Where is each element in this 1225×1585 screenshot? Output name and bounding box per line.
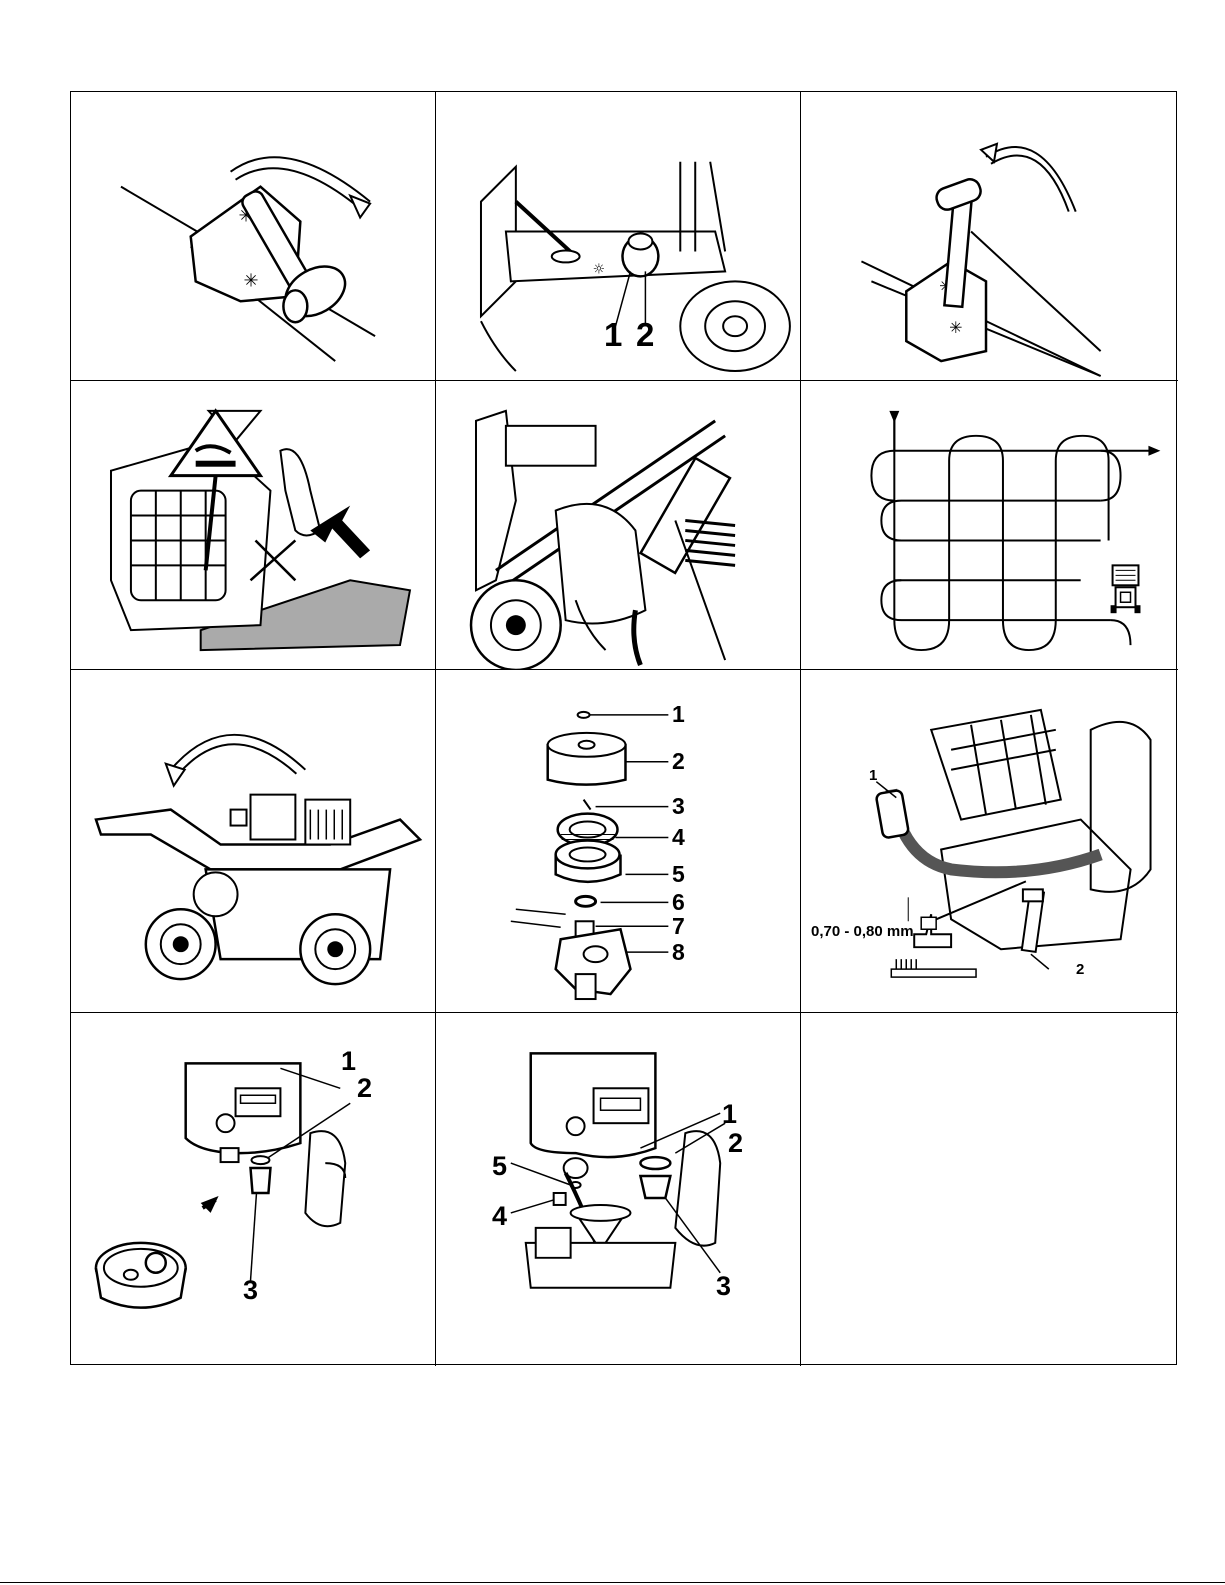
callout-label: 2: [672, 750, 685, 773]
figure-11-fuel-drain: 1 2 3 4 5: [436, 1013, 801, 1366]
callout-label: 4: [672, 826, 685, 849]
figure-12-empty: [801, 1013, 1178, 1366]
figure-4-hot-surface-warning: [71, 381, 436, 670]
fuel-drain-illustration: [436, 1013, 800, 1366]
svg-text:✳: ✳: [949, 318, 962, 337]
spark-plug-illustration: [801, 670, 1178, 1012]
callout-label: 8: [672, 941, 685, 964]
callout-label: 2: [357, 1075, 372, 1102]
callout-label: 2: [728, 1130, 743, 1157]
callout-label: 5: [492, 1153, 507, 1180]
callout-label: 4: [492, 1203, 507, 1230]
figure-2-height-adjust: ☼ 1 2: [436, 92, 801, 381]
figure-grid: ✳ ✳ ☼ 1 2: [70, 91, 1177, 1365]
callout-label: 1: [341, 1048, 356, 1075]
callout-label: 2: [636, 318, 654, 351]
crosshatch-pattern: [801, 381, 1178, 669]
figure-7-tilt-machine: [71, 670, 436, 1013]
svg-text:☼: ☼: [593, 261, 605, 277]
lever-illustration: ✳ ✳: [801, 92, 1178, 380]
lever-illustration: ✳ ✳: [71, 92, 435, 380]
callout-label: 1: [869, 768, 877, 783]
figure-5-machine-detail: [436, 381, 801, 670]
callout-label: 5: [672, 863, 685, 886]
gap-spec-label: 0,70 - 0,80 mm: [811, 924, 914, 939]
callout-label: 1: [722, 1101, 737, 1128]
hot-surface-illustration: [71, 381, 435, 669]
callout-label: 3: [243, 1277, 258, 1304]
tilt-illustration: [71, 670, 435, 1012]
figure-10-fuel-filter: 1 2 3: [71, 1013, 436, 1366]
figure-6-mowing-pattern: [801, 381, 1178, 670]
callout-label: 2: [1076, 962, 1084, 977]
air-filter-parts: [436, 670, 800, 1012]
figure-3-lever-warm-start: ✳ ✳: [801, 92, 1178, 381]
figure-9-spark-plug: 1 2 0,70 - 0,80 mm: [801, 670, 1178, 1013]
callout-label: 3: [716, 1273, 731, 1300]
callout-label: 1: [604, 318, 622, 351]
mower-icon: [1111, 565, 1141, 613]
callout-label: 3: [672, 795, 685, 818]
fuel-filter-illustration: [71, 1013, 435, 1366]
callout-label: 1: [672, 703, 685, 726]
page-bottom-rule: [0, 1582, 1225, 1583]
figure-8-air-filter-exploded: 1 2 3 4 5 6 7 8: [436, 670, 801, 1013]
callout-label: 7: [672, 915, 685, 938]
machine-side-illustration: [436, 381, 800, 669]
svg-text:✳: ✳: [244, 270, 259, 291]
callout-label: 6: [672, 891, 685, 914]
figure-1-lever-cold-start: ✳ ✳: [71, 92, 436, 381]
